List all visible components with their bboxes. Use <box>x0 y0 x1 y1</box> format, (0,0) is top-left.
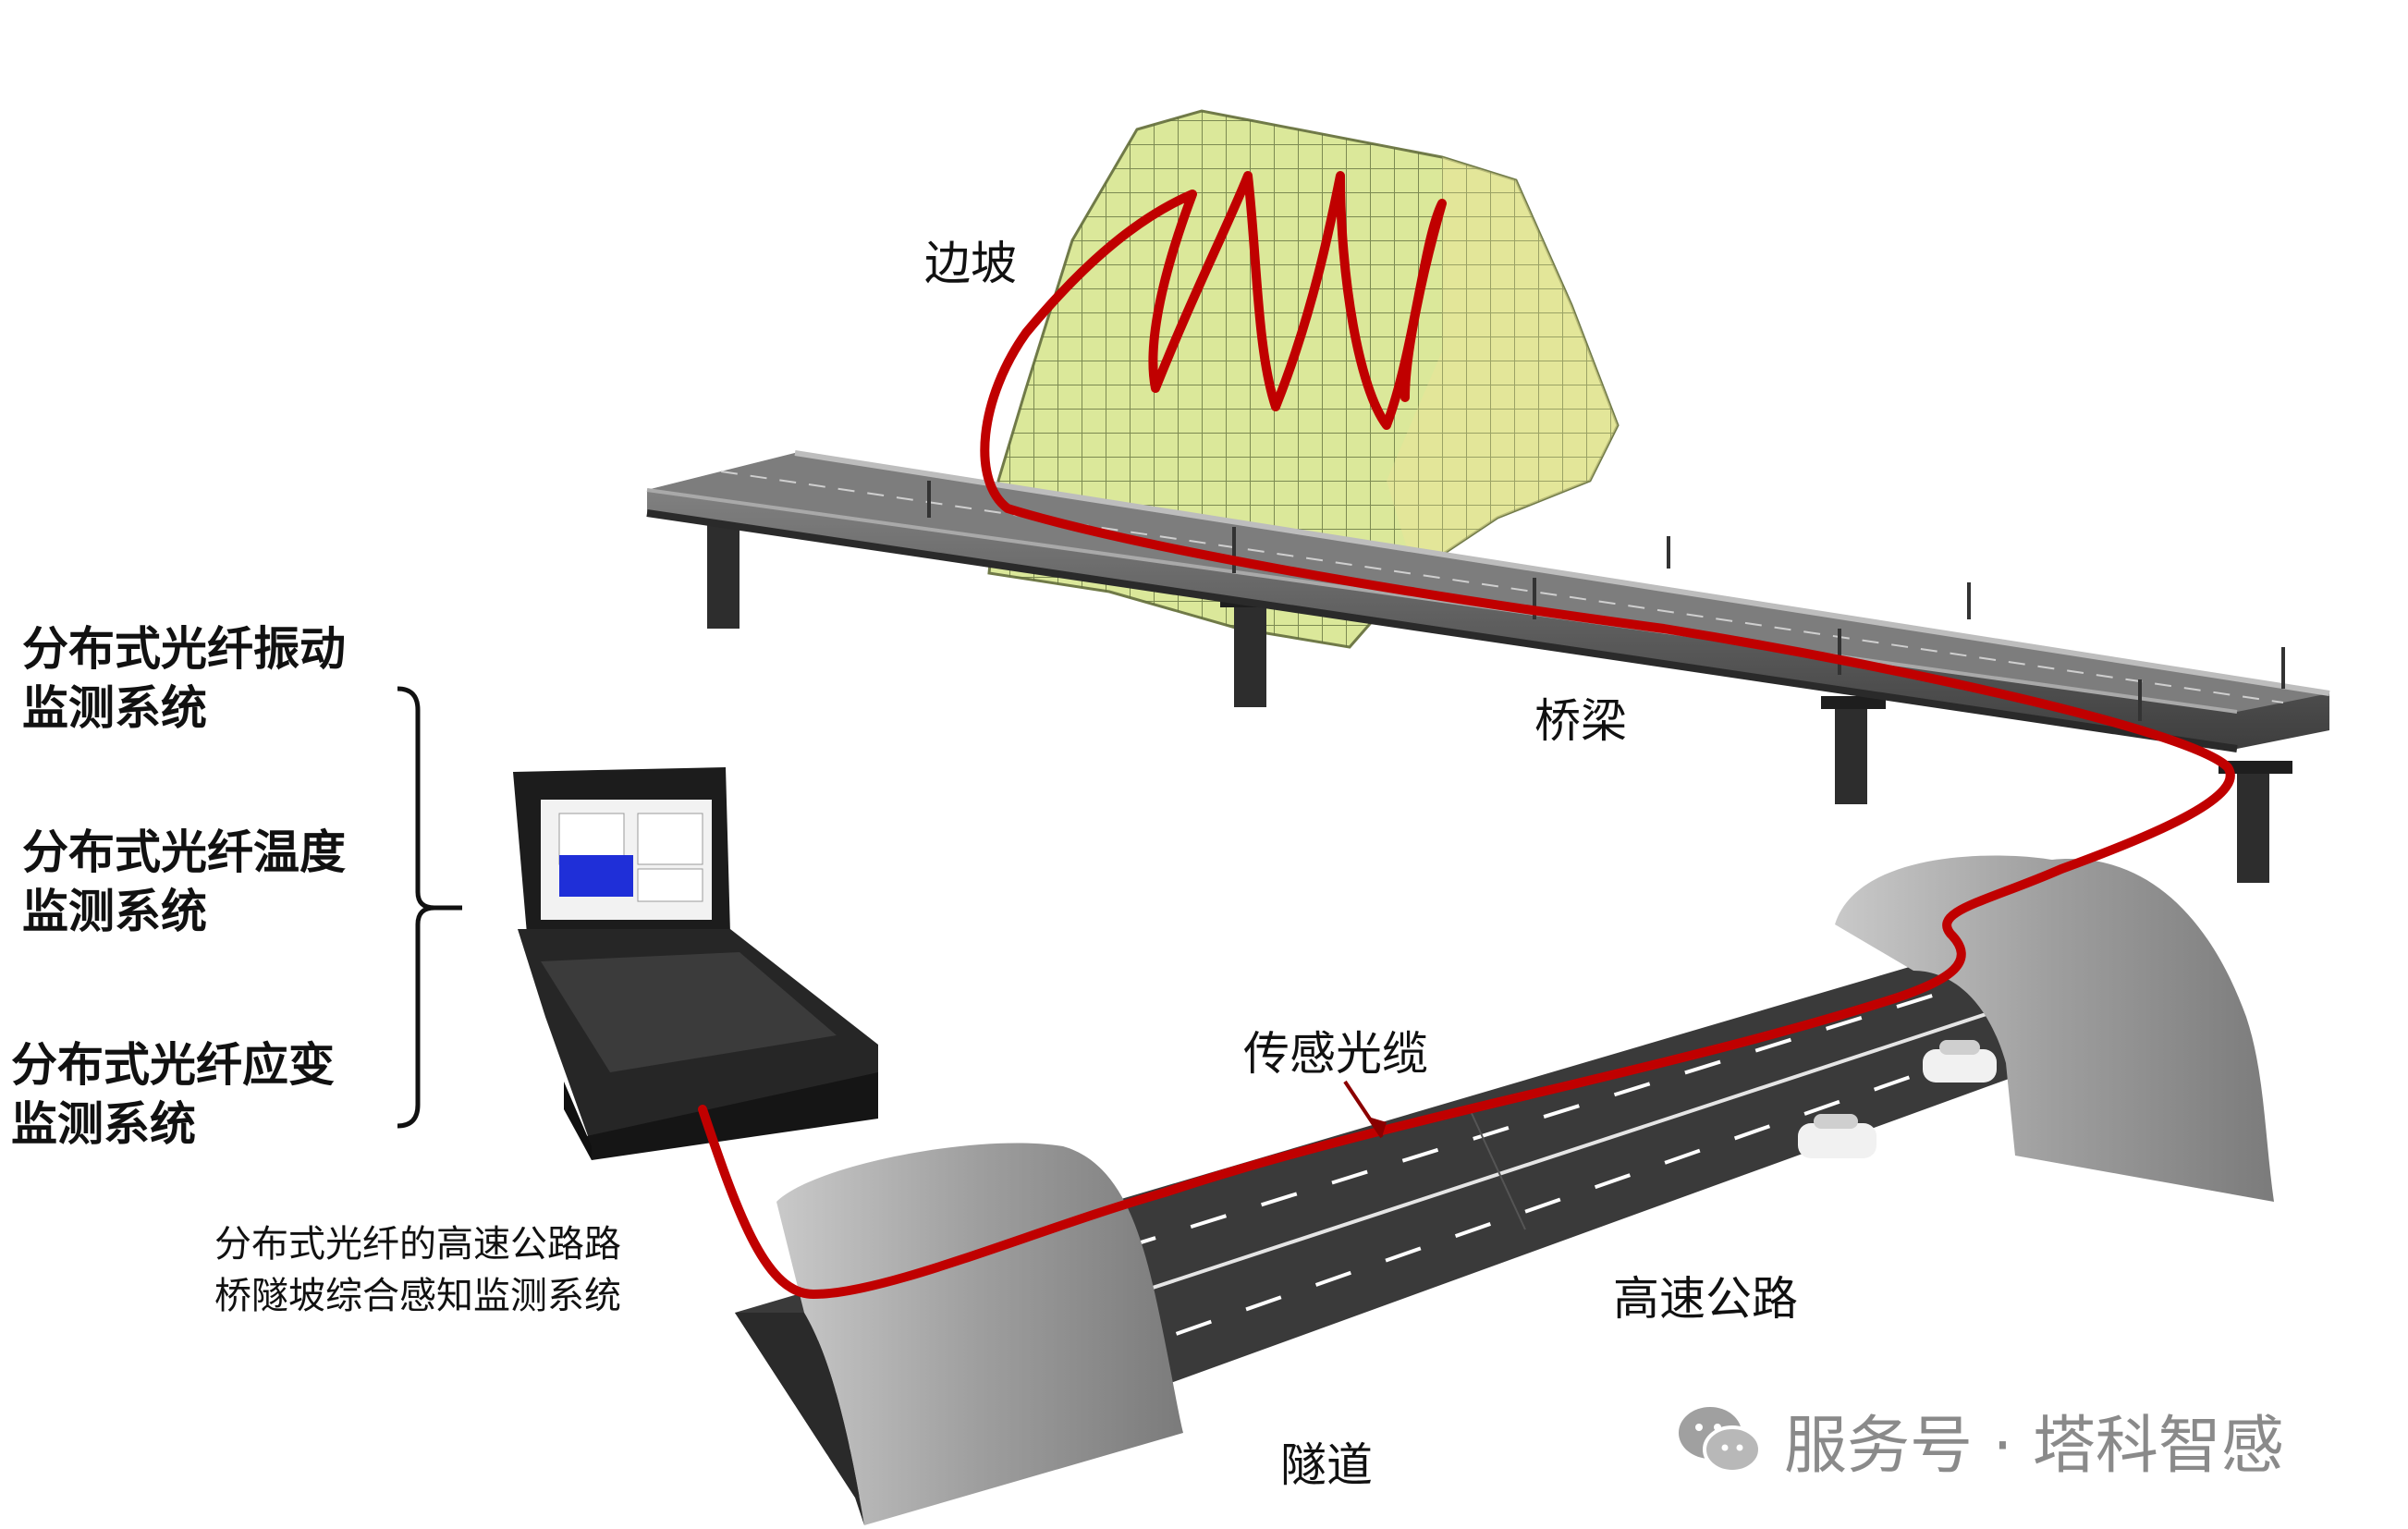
system-label-temperature: 分布式光纤温度 监测系统 <box>22 823 346 941</box>
system-strain-line1: 分布式光纤应变 <box>11 1038 335 1092</box>
system-temperature-line2: 监测系统 <box>22 885 207 938</box>
label-slope: 边坡 <box>924 237 1017 290</box>
system-description: 分布式光纤的高速公路路 桥隧坡综合感知监测系统 <box>214 1218 621 1322</box>
watermark: 服务号 · 塔科智感 <box>1675 1394 2284 1486</box>
sensing-cable <box>698 171 2235 1299</box>
label-sensing-cable: 传感光缆 <box>1243 1027 1428 1081</box>
label-tunnel: 隧道 <box>1280 1438 1373 1492</box>
laptop-interrogator <box>513 767 878 1160</box>
description-line1: 分布式光纤的高速公路路 <box>214 1223 621 1266</box>
systems-bracket <box>397 686 462 1129</box>
system-label-vibration: 分布式光纤振动 监测系统 <box>22 619 346 738</box>
system-vibration-line1: 分布式光纤振动 <box>22 622 346 676</box>
tunnel-portal-near <box>735 1143 1183 1525</box>
system-temperature-line1: 分布式光纤温度 <box>22 826 346 879</box>
car-1 <box>1923 1040 1997 1083</box>
car-2 <box>1798 1114 1876 1158</box>
description-line2: 桥隧坡综合感知监测系统 <box>214 1275 621 1317</box>
watermark-text: 服务号 · 塔科智感 <box>1784 1410 2284 1483</box>
label-bridge: 桥梁 <box>1534 694 1627 748</box>
tunnel-portal-far <box>1835 855 2274 1202</box>
system-vibration-line2: 监测系统 <box>22 681 207 735</box>
wechat-icon <box>1679 1406 1762 1474</box>
label-highway: 高速公路 <box>1613 1272 1798 1326</box>
cable-leader-arrow <box>1343 1080 1387 1139</box>
system-label-strain: 分布式光纤应变 监测系统 <box>11 1035 335 1154</box>
system-strain-line2: 监测系统 <box>11 1097 196 1151</box>
